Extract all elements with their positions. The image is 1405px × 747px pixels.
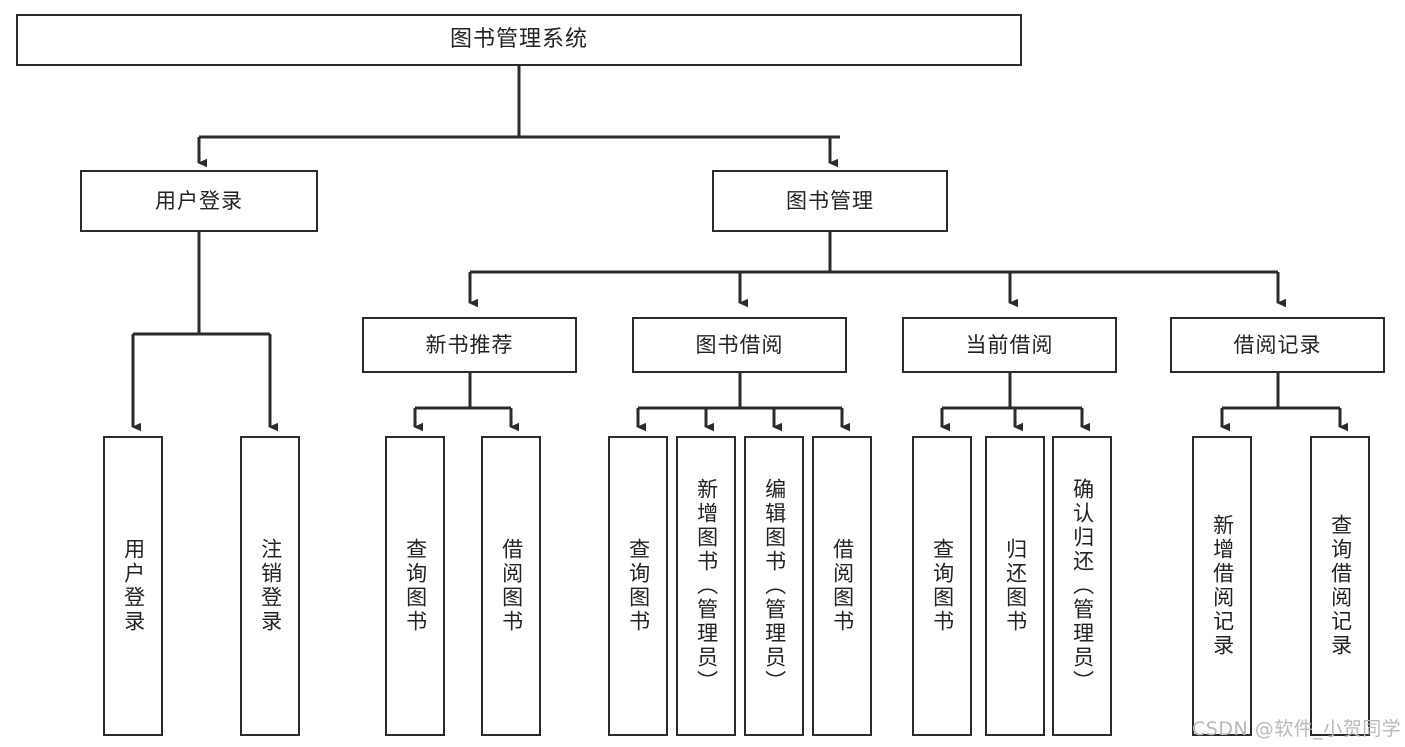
- leaf-return-book[interactable]: 归还图书: [985, 436, 1045, 736]
- node-label: 借阅图书: [499, 538, 524, 634]
- node-label: 新书推荐: [425, 332, 514, 357]
- node-label: 注销登录: [258, 538, 283, 634]
- leaf-query-book-borrow[interactable]: 查询图书: [608, 436, 668, 736]
- node-label: 编辑图书（管理员）: [762, 478, 787, 694]
- leaf-borrow-book-recommend[interactable]: 借阅图书: [481, 436, 541, 736]
- node-label: 查询图书: [626, 538, 651, 634]
- node-new-book-recommend[interactable]: 新书推荐: [362, 317, 577, 373]
- leaf-query-borrow-record[interactable]: 查询借阅记录: [1310, 436, 1370, 736]
- node-label: 图书管理: [786, 188, 874, 213]
- node-book-borrow[interactable]: 图书借阅: [632, 317, 847, 373]
- node-label: 当前借阅: [965, 332, 1054, 357]
- node-label: 用户登录: [121, 538, 146, 634]
- node-user-login[interactable]: 用户登录: [80, 170, 318, 232]
- node-label: 用户登录: [155, 188, 243, 213]
- leaf-logout-login[interactable]: 注销登录: [240, 436, 300, 736]
- node-label: 图书管理系统: [449, 27, 588, 53]
- node-root-book-management-system[interactable]: 图书管理系统: [16, 14, 1022, 66]
- leaf-add-borrow-record[interactable]: 新增借阅记录: [1192, 436, 1252, 736]
- node-label: 借阅记录: [1233, 332, 1322, 357]
- node-label: 确认归还（管理员）: [1070, 478, 1095, 694]
- leaf-user-login[interactable]: 用户登录: [103, 436, 163, 736]
- node-label: 查询图书: [403, 538, 428, 634]
- leaf-query-book-current[interactable]: 查询图书: [912, 436, 972, 736]
- csdn-watermark: CSDN @软件_小贺同学: [1192, 718, 1402, 740]
- node-book-management[interactable]: 图书管理: [712, 170, 948, 232]
- node-label: 查询借阅记录: [1328, 514, 1353, 658]
- node-label: 借阅图书: [830, 538, 855, 634]
- node-label: 新增借阅记录: [1210, 514, 1235, 658]
- leaf-add-book-admin[interactable]: 新增图书（管理员）: [676, 436, 736, 736]
- leaf-confirm-return-admin[interactable]: 确认归还（管理员）: [1052, 436, 1112, 736]
- leaf-borrow-book[interactable]: 借阅图书: [812, 436, 872, 736]
- node-current-borrow[interactable]: 当前借阅: [902, 317, 1117, 373]
- node-label: 新增图书（管理员）: [694, 478, 719, 694]
- node-label: 查询图书: [930, 538, 955, 634]
- leaf-query-book-recommend[interactable]: 查询图书: [385, 436, 445, 736]
- leaf-edit-book-admin[interactable]: 编辑图书（管理员）: [744, 436, 804, 736]
- node-borrow-record[interactable]: 借阅记录: [1170, 317, 1385, 373]
- node-label: 图书借阅: [695, 332, 784, 357]
- node-label: 归还图书: [1003, 538, 1028, 634]
